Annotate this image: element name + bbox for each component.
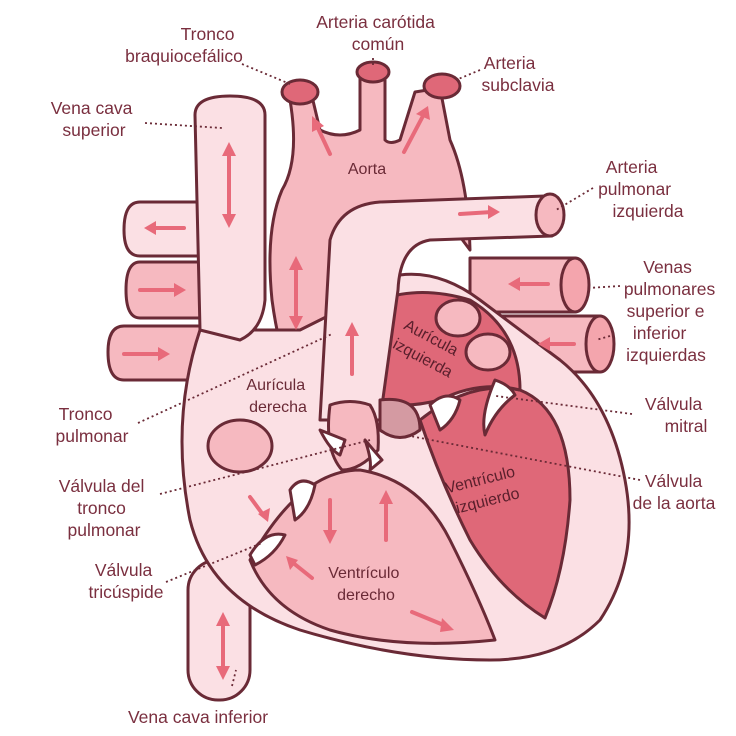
- label-vena-cava-inferior: Vena cava inferior: [128, 707, 268, 727]
- label-auricula-derecha: Aurícula derecha: [246, 377, 309, 416]
- pulmonary-trunk-vessel: [318, 192, 566, 422]
- label-tronco-braquiocefalico: Tronco braquiocefálico: [125, 24, 243, 66]
- label-valvula-tronco-pulmonar: Válvula del tronco pulmonar: [59, 476, 150, 540]
- label-venas-pulmonares: Venas pulmonares superior e inferior izq…: [624, 257, 720, 365]
- valves: [248, 378, 517, 567]
- external-labels: Tronco braquiocefálico Arteria carótida …: [51, 12, 720, 727]
- label-aorta: Aorta: [348, 161, 386, 178]
- leader-lines: [137, 58, 641, 687]
- label-arteria-carotida: Arteria carótida común: [316, 12, 440, 54]
- label-arteria-pulmonar: Arteria pulmonar izquierda: [598, 157, 684, 221]
- flow-arrows: [122, 106, 576, 680]
- label-valvula-mitral: Válvula mitral: [645, 394, 708, 436]
- label-valvula-aorta: Válvula de la aorta: [633, 471, 716, 513]
- label-arteria-subclavia: Arteria subclavia: [482, 53, 555, 95]
- label-valvula-tricuspide: Válvula tricúspide: [89, 560, 164, 602]
- label-vena-cava-superior: Vena cava superior: [51, 98, 138, 140]
- label-ventriculo-derecho: Ventrículo derecho: [328, 565, 404, 604]
- label-tronco-pulmonar: Tronco pulmonar: [56, 404, 129, 446]
